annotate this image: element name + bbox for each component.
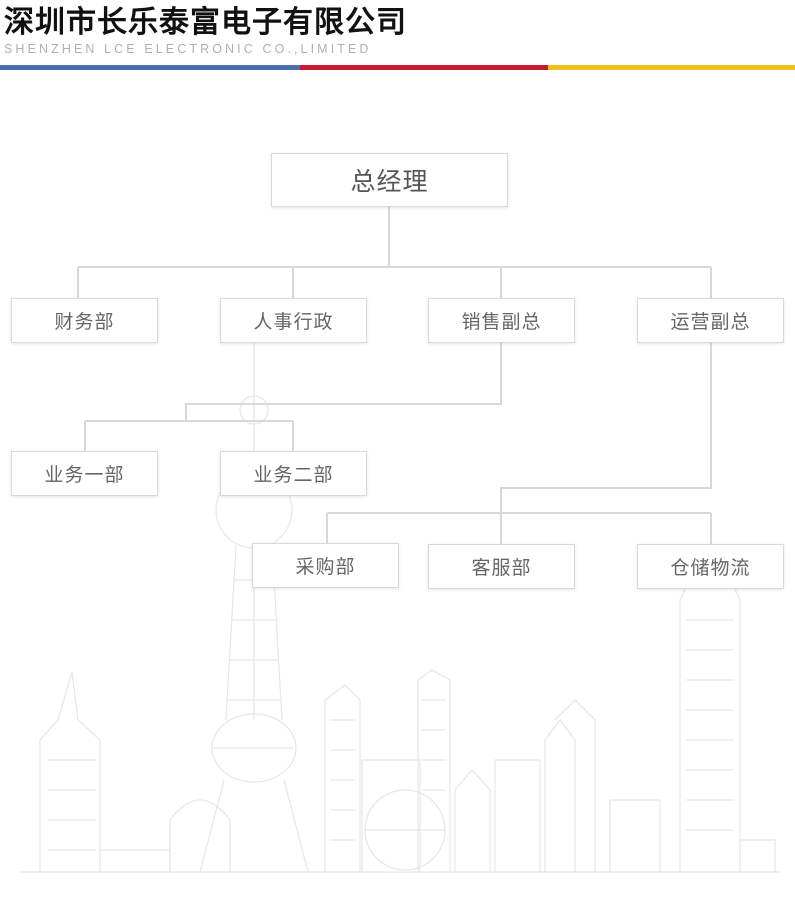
node-sales-dept-2: 业务二部 (220, 451, 367, 496)
node-sales-dept-1: 业务一部 (11, 451, 158, 496)
company-subtitle: SHENZHEN LCE ELECTRONIC CO.,LIMITED (4, 42, 372, 56)
node-hr-admin: 人事行政 (220, 298, 367, 343)
node-warehouse-logistics: 仓储物流 (637, 544, 784, 589)
color-bar-yellow (548, 65, 795, 70)
color-bar-blue (0, 65, 300, 70)
company-title: 深圳市长乐泰富电子有限公司 (4, 5, 407, 40)
connector-ops-branch (500, 343, 712, 513)
connector-sales-branch (185, 343, 502, 421)
color-bar-red (300, 65, 548, 70)
node-finance: 财务部 (11, 298, 158, 343)
node-general-manager: 总经理 (271, 153, 508, 207)
node-purchasing: 采购部 (252, 543, 399, 588)
header-color-bar (0, 65, 795, 70)
node-operations-vp: 运营副总 (637, 298, 784, 343)
node-customer-service: 客服部 (428, 544, 575, 589)
node-sales-vp: 销售副总 (428, 298, 575, 343)
